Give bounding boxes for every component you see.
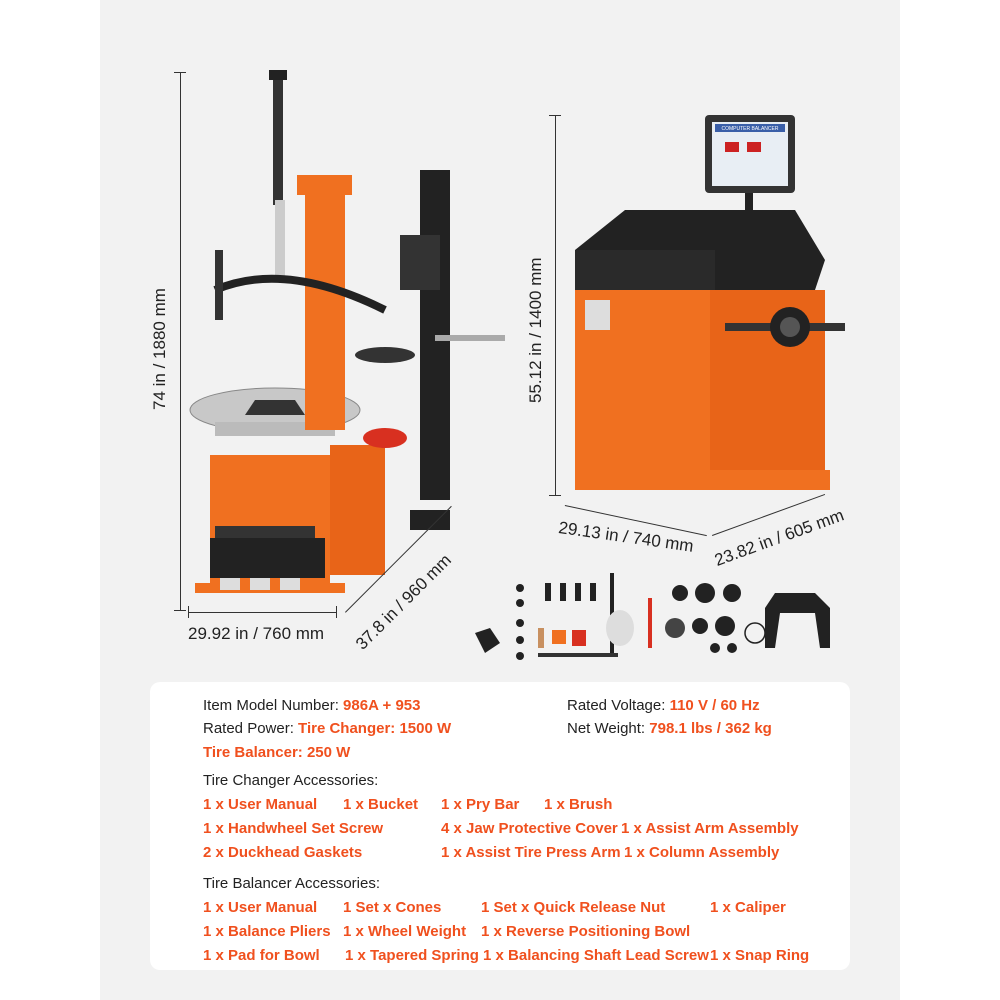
voltage-value: 110 V / 60 Hz bbox=[669, 697, 760, 714]
accessory-item: 1 Set x Cones bbox=[343, 899, 442, 916]
accessory-item: 1 x Balancing Shaft Lead Screw bbox=[483, 947, 709, 964]
changer-accessories-title: Tire Changer Accessories: bbox=[203, 772, 379, 789]
accessory-item: 1 x Wheel Weight bbox=[343, 923, 467, 940]
power-label: Rated Power: bbox=[203, 720, 299, 737]
changer-height-line bbox=[180, 72, 181, 610]
accessory-item: 1 x Pad for Bowl bbox=[203, 947, 320, 964]
changer-width-label: 29.92 in / 760 mm bbox=[188, 624, 325, 643]
accessory-item: 1 x Handwheel Set Screw bbox=[203, 820, 384, 837]
accessory-item: 1 Set x Quick Release Nut bbox=[481, 899, 666, 916]
accessory-item: 1 x User Manual bbox=[203, 899, 318, 916]
model-label: Item Model Number: bbox=[203, 697, 344, 714]
weight-row: Net Weight: 798.1 lbs / 362 kg bbox=[567, 720, 772, 737]
weight-value: 798.1 lbs / 362 kg bbox=[649, 720, 772, 737]
accessory-item: 1 x Reverse Positioning Bowl bbox=[481, 923, 691, 940]
balancer-accessories-title: Tire Balancer Accessories: bbox=[203, 875, 381, 892]
accessory-item: 1 x Assist Tire Press Arm bbox=[441, 844, 621, 861]
accessory-item: 1 x Brush bbox=[544, 796, 613, 813]
spec-card bbox=[150, 682, 850, 970]
voltage-label: Rated Voltage: bbox=[567, 697, 670, 714]
accessory-item: 2 x Duckhead Gaskets bbox=[203, 844, 363, 861]
weight-label: Net Weight: bbox=[567, 720, 650, 737]
voltage-row: Rated Voltage: 110 V / 60 Hz bbox=[567, 697, 760, 714]
accessory-item: 1 x Caliper bbox=[710, 899, 786, 916]
accessory-item: 1 x Bucket bbox=[343, 796, 419, 813]
accessory-item: 4 x Jaw Protective Cover bbox=[441, 820, 618, 837]
changer-height-label: 74 in / 1880 mm bbox=[150, 288, 169, 410]
accessory-item: 1 x Pry Bar bbox=[441, 796, 520, 813]
accessory-item: 1 x Assist Arm Assembly bbox=[621, 820, 799, 837]
balancer-height-label: 55.12 in / 1400 mm bbox=[526, 257, 545, 403]
accessory-item: 1 x Column Assembly bbox=[624, 844, 780, 861]
tire-balancer-image: COMPUTER BALANCER bbox=[575, 115, 845, 490]
power-row: Rated Power: Tire Changer: 1500 W bbox=[203, 720, 451, 737]
changer-width-line bbox=[188, 612, 336, 613]
accessory-item: 1 x User Manual bbox=[203, 796, 318, 813]
power-value-balancer: Tire Balancer: 250 W bbox=[203, 744, 351, 761]
balancer-height-line bbox=[555, 115, 556, 495]
tire-changer-image bbox=[189, 70, 505, 593]
accessory-item: 1 x Balance Pliers bbox=[203, 923, 331, 940]
screen-label: COMPUTER BALANCER bbox=[722, 126, 779, 132]
model-value: 986A + 953 bbox=[343, 697, 421, 714]
accessories-image bbox=[475, 573, 830, 660]
accessory-item: 1 x Snap Ring bbox=[710, 947, 810, 964]
power-value-changer: Tire Changer: 1500 W bbox=[298, 720, 452, 737]
accessory-item: 1 x Tapered Spring bbox=[345, 947, 479, 964]
model-row: Item Model Number: 986A + 953 bbox=[203, 697, 420, 714]
